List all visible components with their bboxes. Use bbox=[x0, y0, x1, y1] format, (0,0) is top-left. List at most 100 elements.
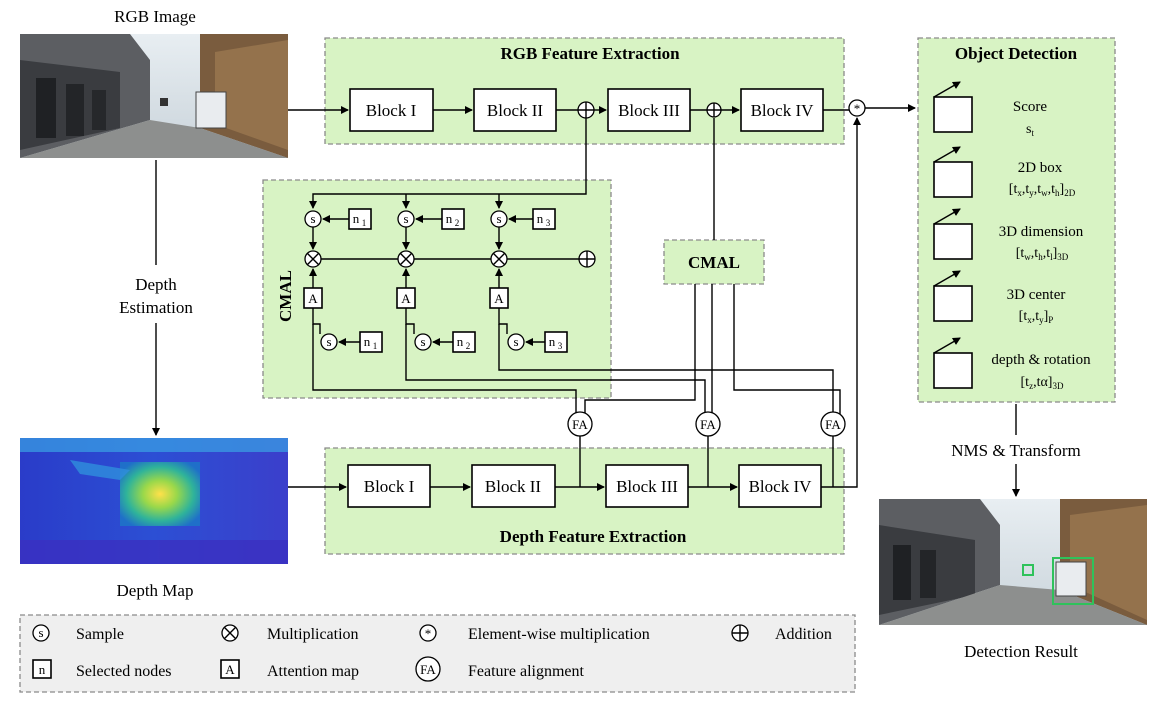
sample-node-bottom-1-symbol: s bbox=[326, 334, 331, 349]
elementwise-mult-node: * bbox=[848, 99, 866, 117]
rgb-block-1-label: Block I bbox=[366, 101, 417, 120]
legend-attention-map-label: Attention map bbox=[267, 663, 359, 680]
legend-sample: s Sample bbox=[32, 624, 124, 643]
legend-addition: Addition bbox=[731, 624, 832, 643]
selected-node-top-3-base: n bbox=[537, 211, 544, 226]
depth-block-2-label: Block II bbox=[485, 477, 542, 496]
legend-attention-map: A Attention map bbox=[220, 659, 359, 680]
legend-addition-label: Addition bbox=[775, 626, 832, 643]
detection-bbox-small bbox=[1022, 564, 1034, 576]
mult-node-1 bbox=[304, 250, 322, 268]
cmal-to-fa3-line bbox=[498, 324, 834, 414]
sample-node-bottom-2-symbol: s bbox=[420, 334, 425, 349]
object-detection-title: Object Detection bbox=[955, 44, 1078, 63]
attention-map-1-symbol: A bbox=[308, 291, 318, 306]
depth-block-4 bbox=[738, 464, 822, 508]
detection-result-image bbox=[879, 499, 1147, 625]
head-depthrot-formula: [tz,tα]3D bbox=[1021, 375, 1064, 391]
cmal-bottom-conn-3 bbox=[498, 308, 508, 334]
head-3ddim-box bbox=[933, 223, 973, 260]
depth-feature-title: Depth Feature Extraction bbox=[500, 527, 687, 546]
rgb-addition-node-2 bbox=[706, 102, 722, 118]
rgb-feature-title: RGB Feature Extraction bbox=[500, 44, 680, 63]
cmal-to-fa2-line bbox=[405, 324, 706, 414]
depth-block-1 bbox=[347, 464, 431, 508]
head-2dbox-formula: [tx,ty,tw,th]2D bbox=[1009, 182, 1076, 198]
selected-node-top-1-index: 1 bbox=[362, 218, 367, 228]
legend-attention-map-symbol: A bbox=[225, 662, 235, 677]
legend-elementwise-label: Element-wise multiplication bbox=[468, 626, 650, 643]
depth-block-1-label: Block I bbox=[364, 477, 415, 496]
head-score-label: Score bbox=[1013, 99, 1047, 115]
cmal-bottom-conn-1 bbox=[312, 308, 321, 334]
legend-selected-nodes-symbol: n bbox=[39, 662, 46, 677]
selected-node-bottom-2-index: 2 bbox=[466, 341, 471, 351]
rgb-block-3 bbox=[607, 88, 691, 132]
head-3dcenter-formula: [tx,ty]P bbox=[1019, 309, 1054, 325]
selected-node-top-2-index: 2 bbox=[455, 218, 460, 228]
cmal-module-to-fa1 bbox=[584, 284, 696, 414]
sample-node-top-3-symbol: s bbox=[496, 211, 501, 226]
depth-block-2 bbox=[471, 464, 556, 508]
cmal-bottom-row: s n 1 s n 2 s n 3 bbox=[312, 308, 568, 353]
depth-to-mult-line bbox=[821, 117, 861, 488]
head-score-formula: st bbox=[1026, 122, 1034, 138]
legend-feature-alignment-symbol: FA bbox=[420, 662, 436, 677]
head-3ddim-label: 3D dimension bbox=[999, 224, 1084, 240]
legend-selected-nodes: n Selected nodes bbox=[32, 659, 172, 680]
legend-panel bbox=[19, 614, 856, 693]
nms-transform-label: NMS & Transform bbox=[951, 441, 1080, 460]
detection-bbox-large bbox=[1052, 557, 1094, 605]
detection-result-caption: Detection Result bbox=[964, 642, 1078, 661]
depth-map-image bbox=[20, 438, 288, 564]
selected-node-top-3-index: 3 bbox=[546, 218, 551, 228]
cmal-feed-line bbox=[309, 118, 587, 209]
rgb-block-3-label: Block III bbox=[618, 101, 680, 120]
head-score-box bbox=[933, 96, 973, 133]
feature-alignment-node-1: FA bbox=[567, 411, 593, 437]
cmal-to-fa1-line bbox=[312, 324, 577, 414]
head-depthrot-box bbox=[933, 352, 973, 389]
head-3ddim-formula: [tw,th,tl]3D bbox=[1016, 246, 1069, 262]
sample-node-top-1-symbol: s bbox=[310, 211, 315, 226]
feature-alignment-node-3: FA bbox=[820, 411, 846, 437]
cmal-detail-label: CMAL bbox=[276, 270, 295, 322]
head-2dbox-box bbox=[933, 161, 973, 198]
rgb-addition-node-1 bbox=[577, 101, 595, 119]
selected-node-bottom-1-index: 1 bbox=[373, 341, 378, 351]
legend-feature-alignment-label: Feature alignment bbox=[468, 663, 585, 680]
rgb-block-2 bbox=[473, 88, 557, 132]
legend-addition-icon bbox=[732, 625, 748, 641]
elementwise-mult-symbol: * bbox=[854, 101, 861, 116]
cmal-top-row: s n 1 s n 2 s n 3 bbox=[304, 208, 556, 230]
legend-elementwise-symbol: * bbox=[425, 626, 432, 641]
cmal-bottom-conn-2 bbox=[405, 308, 415, 334]
sample-node-bottom-2 bbox=[414, 333, 432, 351]
attention-map-3-symbol: A bbox=[494, 291, 504, 306]
selected-node-bottom-3-base: n bbox=[549, 334, 556, 349]
depth-block-4-label: Block IV bbox=[749, 477, 813, 496]
depth-map-caption: Depth Map bbox=[117, 581, 194, 600]
head-3dcenter-label: 3D center bbox=[1007, 287, 1066, 303]
selected-node-top-1-base: n bbox=[353, 211, 360, 226]
mult-node-3 bbox=[490, 250, 508, 268]
rgb-block-4-label: Block IV bbox=[751, 101, 815, 120]
depth-estimation-line1: Depth bbox=[135, 275, 177, 294]
head-3dcenter-box bbox=[933, 285, 973, 322]
feature-alignment-node-2: FA bbox=[695, 411, 721, 437]
sample-node-bottom-1 bbox=[320, 333, 338, 351]
depth-estimation-line2: Estimation bbox=[119, 298, 193, 317]
cmal-module-label: CMAL bbox=[688, 253, 740, 272]
selected-node-bottom-2-base: n bbox=[457, 334, 464, 349]
attention-map-2-symbol: A bbox=[401, 291, 411, 306]
depth-block-3 bbox=[605, 464, 689, 508]
head-2dbox-label: 2D box bbox=[1018, 160, 1063, 176]
legend-sample-label: Sample bbox=[76, 626, 124, 643]
rgb-block-2-label: Block II bbox=[487, 101, 544, 120]
legend-multiplication-label: Multiplication bbox=[267, 626, 359, 643]
selected-node-top-2-base: n bbox=[446, 211, 453, 226]
selected-node-bottom-3-index: 3 bbox=[558, 341, 563, 351]
cmal-addition-node bbox=[578, 250, 596, 268]
legend-selected-nodes-label: Selected nodes bbox=[76, 663, 172, 680]
